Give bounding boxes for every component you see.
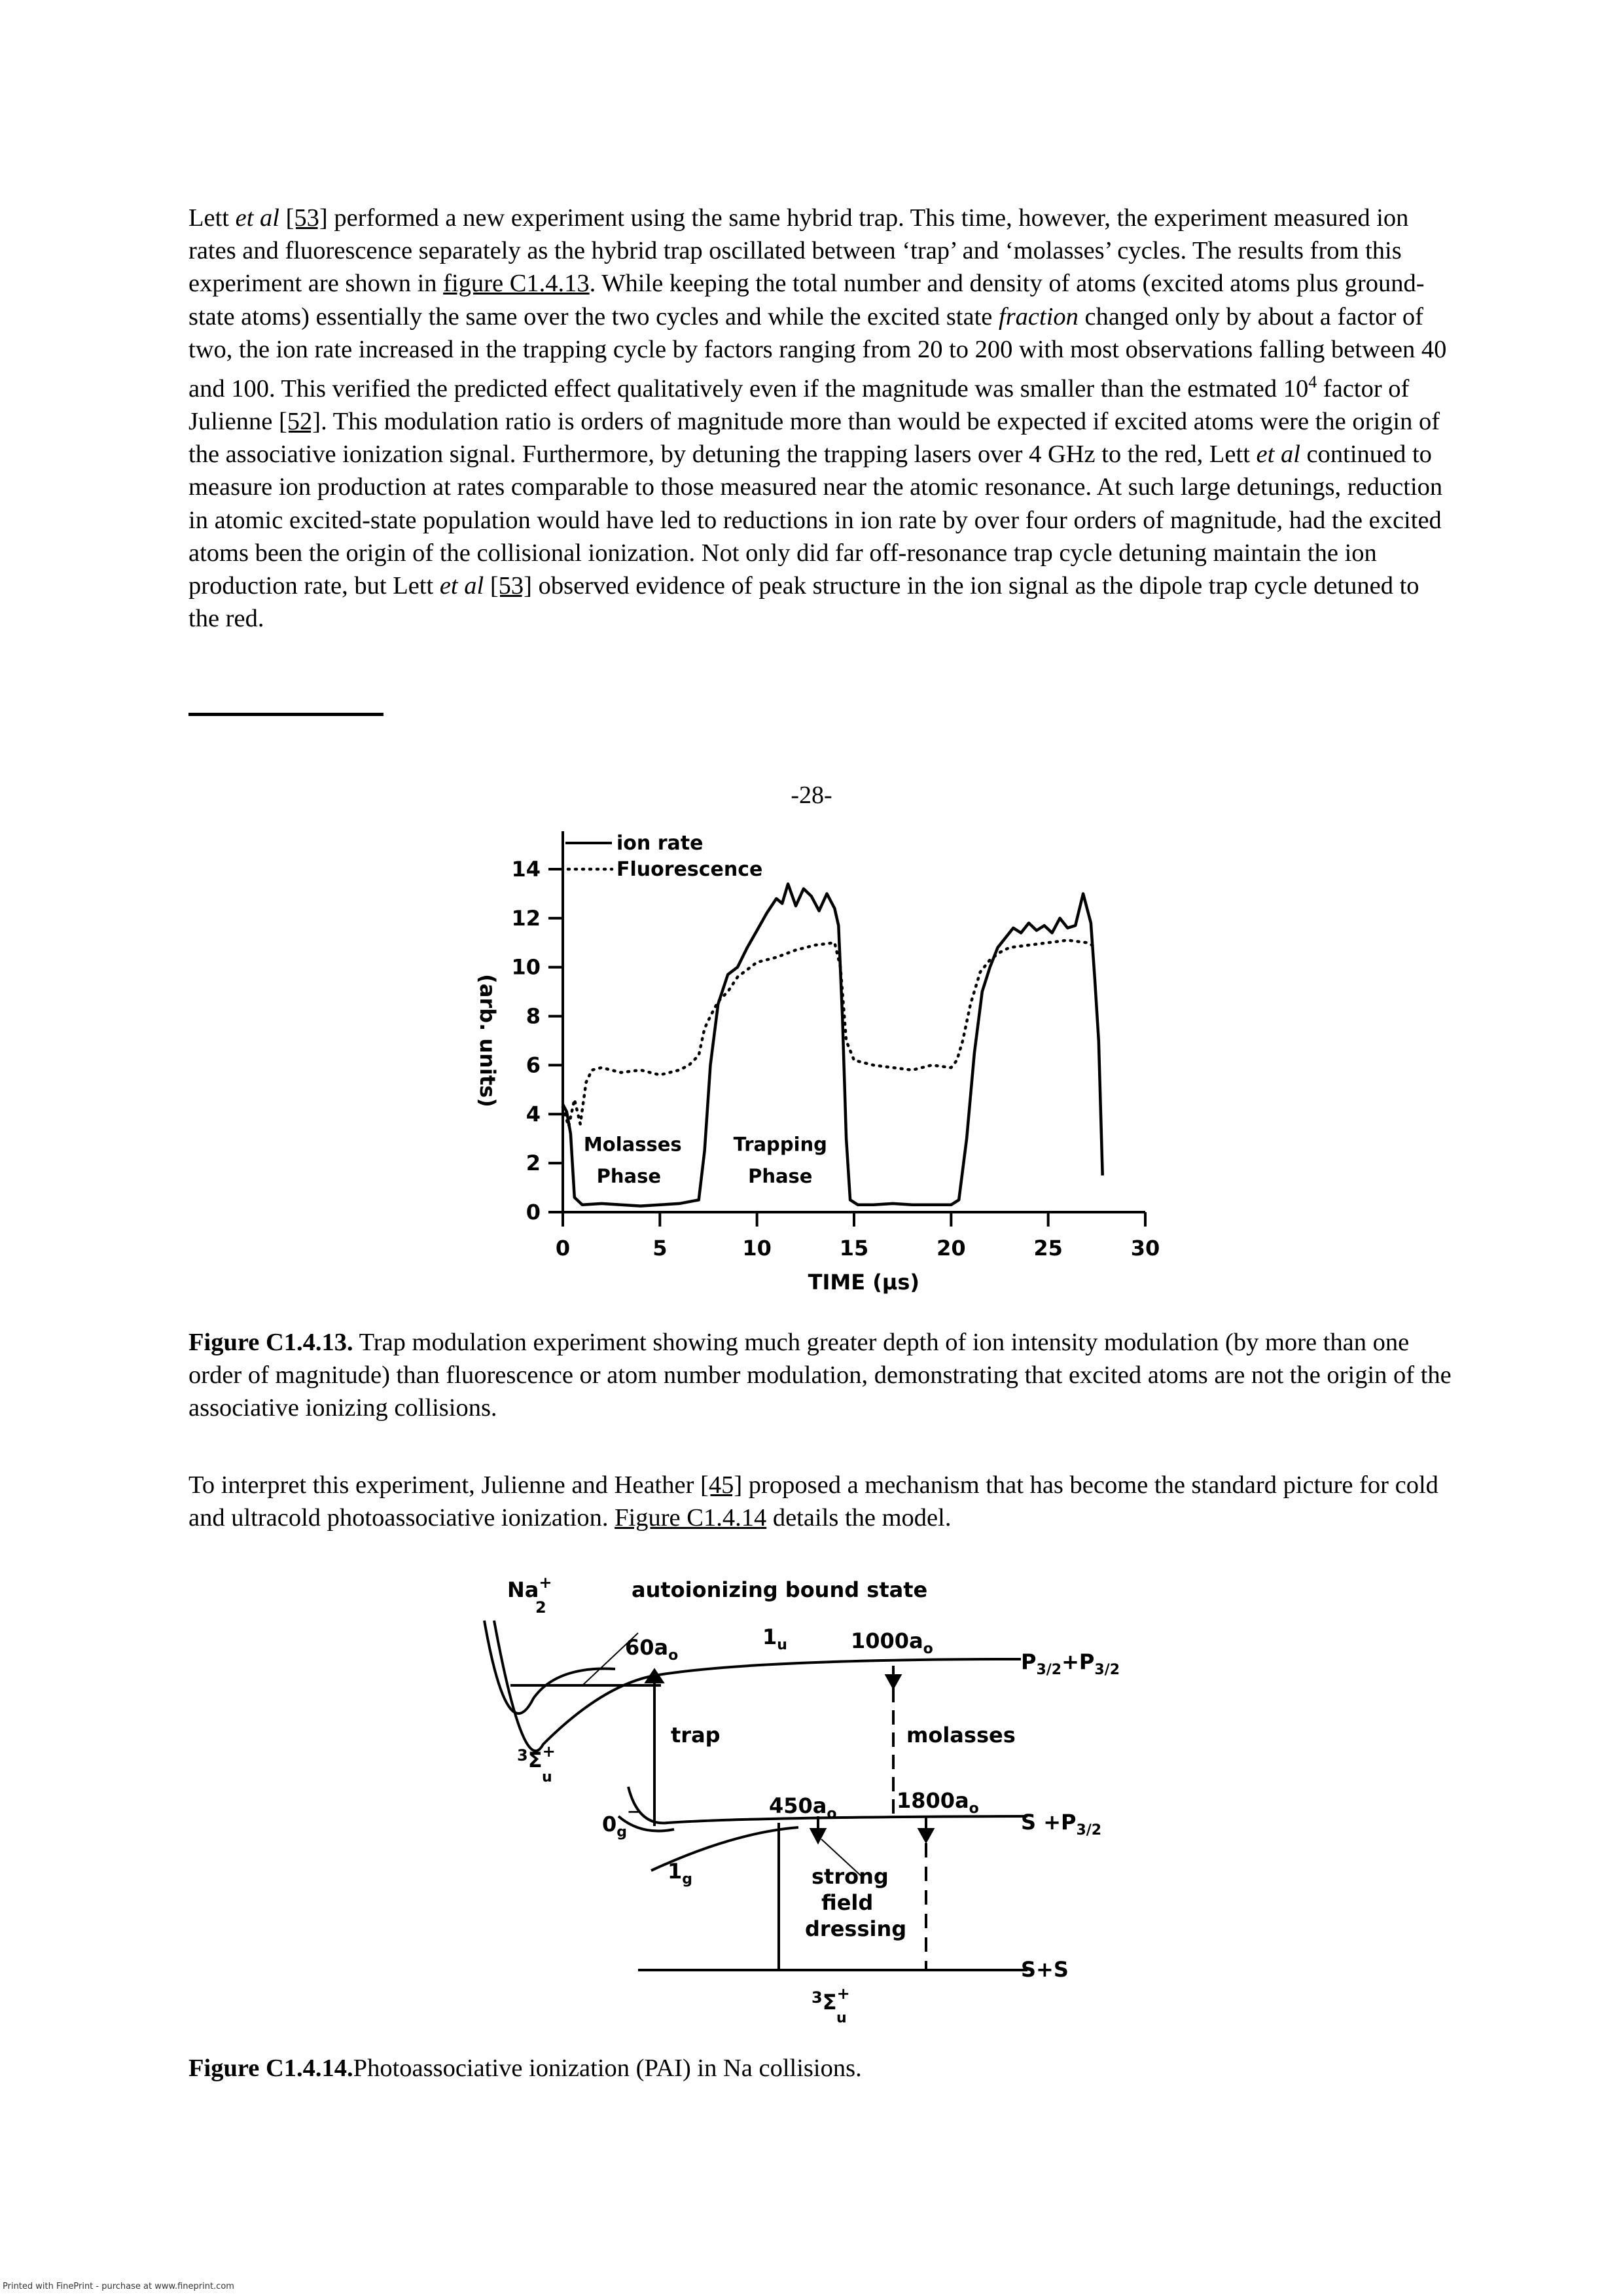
ion-rate-line <box>562 882 1104 1208</box>
y-tick-label: 8 <box>526 1004 541 1029</box>
figure-c1-4-14-diagram: Na+ 2 autoionizing bound state 60ao 1u 1… <box>483 1573 1120 2026</box>
y-axis-label: (arb. units) <box>475 974 500 1107</box>
0g-minus-potential <box>627 1786 1028 1825</box>
450a0-arrow-head <box>809 1828 827 1845</box>
italic-et-al: et al <box>235 204 279 232</box>
text-run: . This modulation ratio is orders of mag… <box>188 408 1440 469</box>
superscript: 4 <box>1308 372 1317 392</box>
citation-link-52[interactable]: [52] <box>278 408 321 436</box>
label-1g: 1g <box>668 1859 692 1888</box>
citation-link-53[interactable]: [53] <box>285 204 328 232</box>
text-run: proposed a mechanism that has become the… <box>188 1471 1438 1532</box>
autoionizing-label: autoionizing bound state <box>632 1577 927 1602</box>
annotation-molasses: Molasses <box>584 1133 682 1155</box>
label-p32-p32: P3/2+P3/2 <box>1021 1649 1120 1678</box>
caption-label: Figure C1.4.13. <box>188 1329 353 1356</box>
text-run: changed only by about a factor of two, t… <box>188 302 1447 403</box>
label-s-p32: S +P3/2 <box>1021 1810 1101 1839</box>
legend-ion-rate-label: ion rate <box>616 832 703 855</box>
text-run: . While keeping the total number and den… <box>188 270 1425 331</box>
text-run: continued to measure ion production at r… <box>188 440 1443 600</box>
caption-text: Trap modulation experiment showing much … <box>188 1329 1452 1422</box>
molasses-arrow-head <box>884 1674 902 1691</box>
figure-c1-4-13-chart: 0 5 10 15 20 25 30 0 2 4 6 8 10 12 14 ion rateFluoresc… <box>475 831 1160 1295</box>
text-run <box>279 204 286 232</box>
molasses-label: molasses <box>906 1723 1016 1748</box>
label-60a0: 60ao <box>625 1635 678 1664</box>
sigma-u-upper-sub: u <box>542 1769 552 1785</box>
sigma-bottom-sub: u <box>836 2010 847 2026</box>
annotation-trapping: Trapping <box>734 1133 827 1155</box>
pointer-strong-field <box>821 1839 865 1879</box>
annotation-trapping-phase: Phase <box>748 1165 812 1187</box>
text-run: Lett <box>188 204 236 232</box>
italic-et-al: et al <box>439 572 484 600</box>
na2-plus-potential <box>483 1620 616 1715</box>
figure-link-c1-4-13[interactable]: figure C1.4.13 <box>443 270 590 298</box>
dressing-label: dressing <box>805 1916 906 1941</box>
body-paragraph-2: To interpret this experiment, Julienne a… <box>188 1469 1452 1534</box>
fluorescence-line <box>561 939 1099 1128</box>
label-450a0: 450ao <box>769 1793 837 1822</box>
x-tick-label: 5 <box>652 1236 667 1261</box>
y-tick-label: 6 <box>526 1052 541 1077</box>
y-tick-label: 0 <box>526 1200 541 1225</box>
x-tick-label: 0 <box>556 1236 570 1261</box>
x-axis-label: TIME (μs) <box>808 1270 919 1295</box>
y-tick-label: 2 <box>526 1151 541 1175</box>
page-number: -28- <box>791 781 832 809</box>
text-run <box>484 572 490 600</box>
italic-fraction: fraction <box>999 302 1079 331</box>
x-tick-label: 25 <box>1033 1236 1063 1261</box>
x-tick-label: 10 <box>742 1236 772 1261</box>
text-run: factor of Julienne <box>188 374 1410 436</box>
text-run: details the model. <box>766 1504 952 1532</box>
figure-caption-c1-4-14: Figure C1.4.14.Photoassociative ionizati… <box>188 2052 1452 2085</box>
strong-label: strong <box>812 1864 889 1889</box>
x-tick-label: 20 <box>936 1236 966 1261</box>
label-0g-minus: 0g− <box>602 1803 640 1840</box>
caption-text: Photoassociative ionization (PAI) in Na … <box>353 2054 862 2082</box>
caption-label: Figure C1.4.14. <box>188 2054 353 2082</box>
text-run: performed a new experiment using the sam… <box>188 204 1409 298</box>
trap-arrow-head <box>644 1668 665 1683</box>
body-paragraph-1: Lett et al [53] performed a new experime… <box>188 202 1452 635</box>
field-label: field <box>821 1890 873 1915</box>
1g-potential <box>651 1826 799 1872</box>
trap-label: trap <box>671 1723 721 1748</box>
sigma-u-upper-label: 3Σ+ <box>517 1742 556 1772</box>
print-footer: Printed with FinePrint - purchase at www… <box>3 2282 234 2291</box>
figure-caption-c1-4-13: Figure C1.4.13. Trap modulation experime… <box>188 1326 1452 1425</box>
sigma-bottom-label: 3Σ+ <box>812 1984 850 2015</box>
pointer-60a0 <box>582 1632 639 1686</box>
x-tick-label: 15 <box>840 1236 869 1261</box>
lower-dissociation-curve <box>617 1815 675 1833</box>
italic-et-al: et al <box>1256 440 1300 469</box>
text-run: observed evidence of peak structure in t… <box>188 572 1419 633</box>
y-tick-label: 12 <box>511 906 541 931</box>
y-tick-label: 10 <box>511 955 541 980</box>
label-1u: 1u <box>762 1624 787 1653</box>
label-1000a0: 1000ao <box>851 1628 933 1657</box>
na2-label: Na+ <box>507 1573 552 1602</box>
label-s-plus-s: S+S <box>1021 1957 1069 1982</box>
legend-fluorescence-label: Fluorescence <box>616 858 762 881</box>
label-1800a0: 1800ao <box>897 1788 979 1817</box>
y-tick-label: 14 <box>511 857 541 882</box>
citation-link-45[interactable]: [45] <box>700 1471 743 1499</box>
figure-link-c1-4-14[interactable]: Figure C1.4.14 <box>615 1504 767 1532</box>
chart-series <box>561 882 1104 1208</box>
chart-ticks: 0 5 10 15 20 25 30 0 2 4 6 8 10 12 14 <box>511 857 1160 1261</box>
text-run: To interpret this experiment, Julienne a… <box>188 1471 701 1499</box>
y-tick-label: 4 <box>526 1102 541 1126</box>
annotation-molasses-phase: Phase <box>597 1165 661 1187</box>
footnote-rule <box>188 713 383 716</box>
citation-link-53b[interactable]: [53] <box>490 572 532 600</box>
x-tick-label: 30 <box>1131 1236 1160 1261</box>
na2-subscript: 2 <box>535 1598 546 1617</box>
